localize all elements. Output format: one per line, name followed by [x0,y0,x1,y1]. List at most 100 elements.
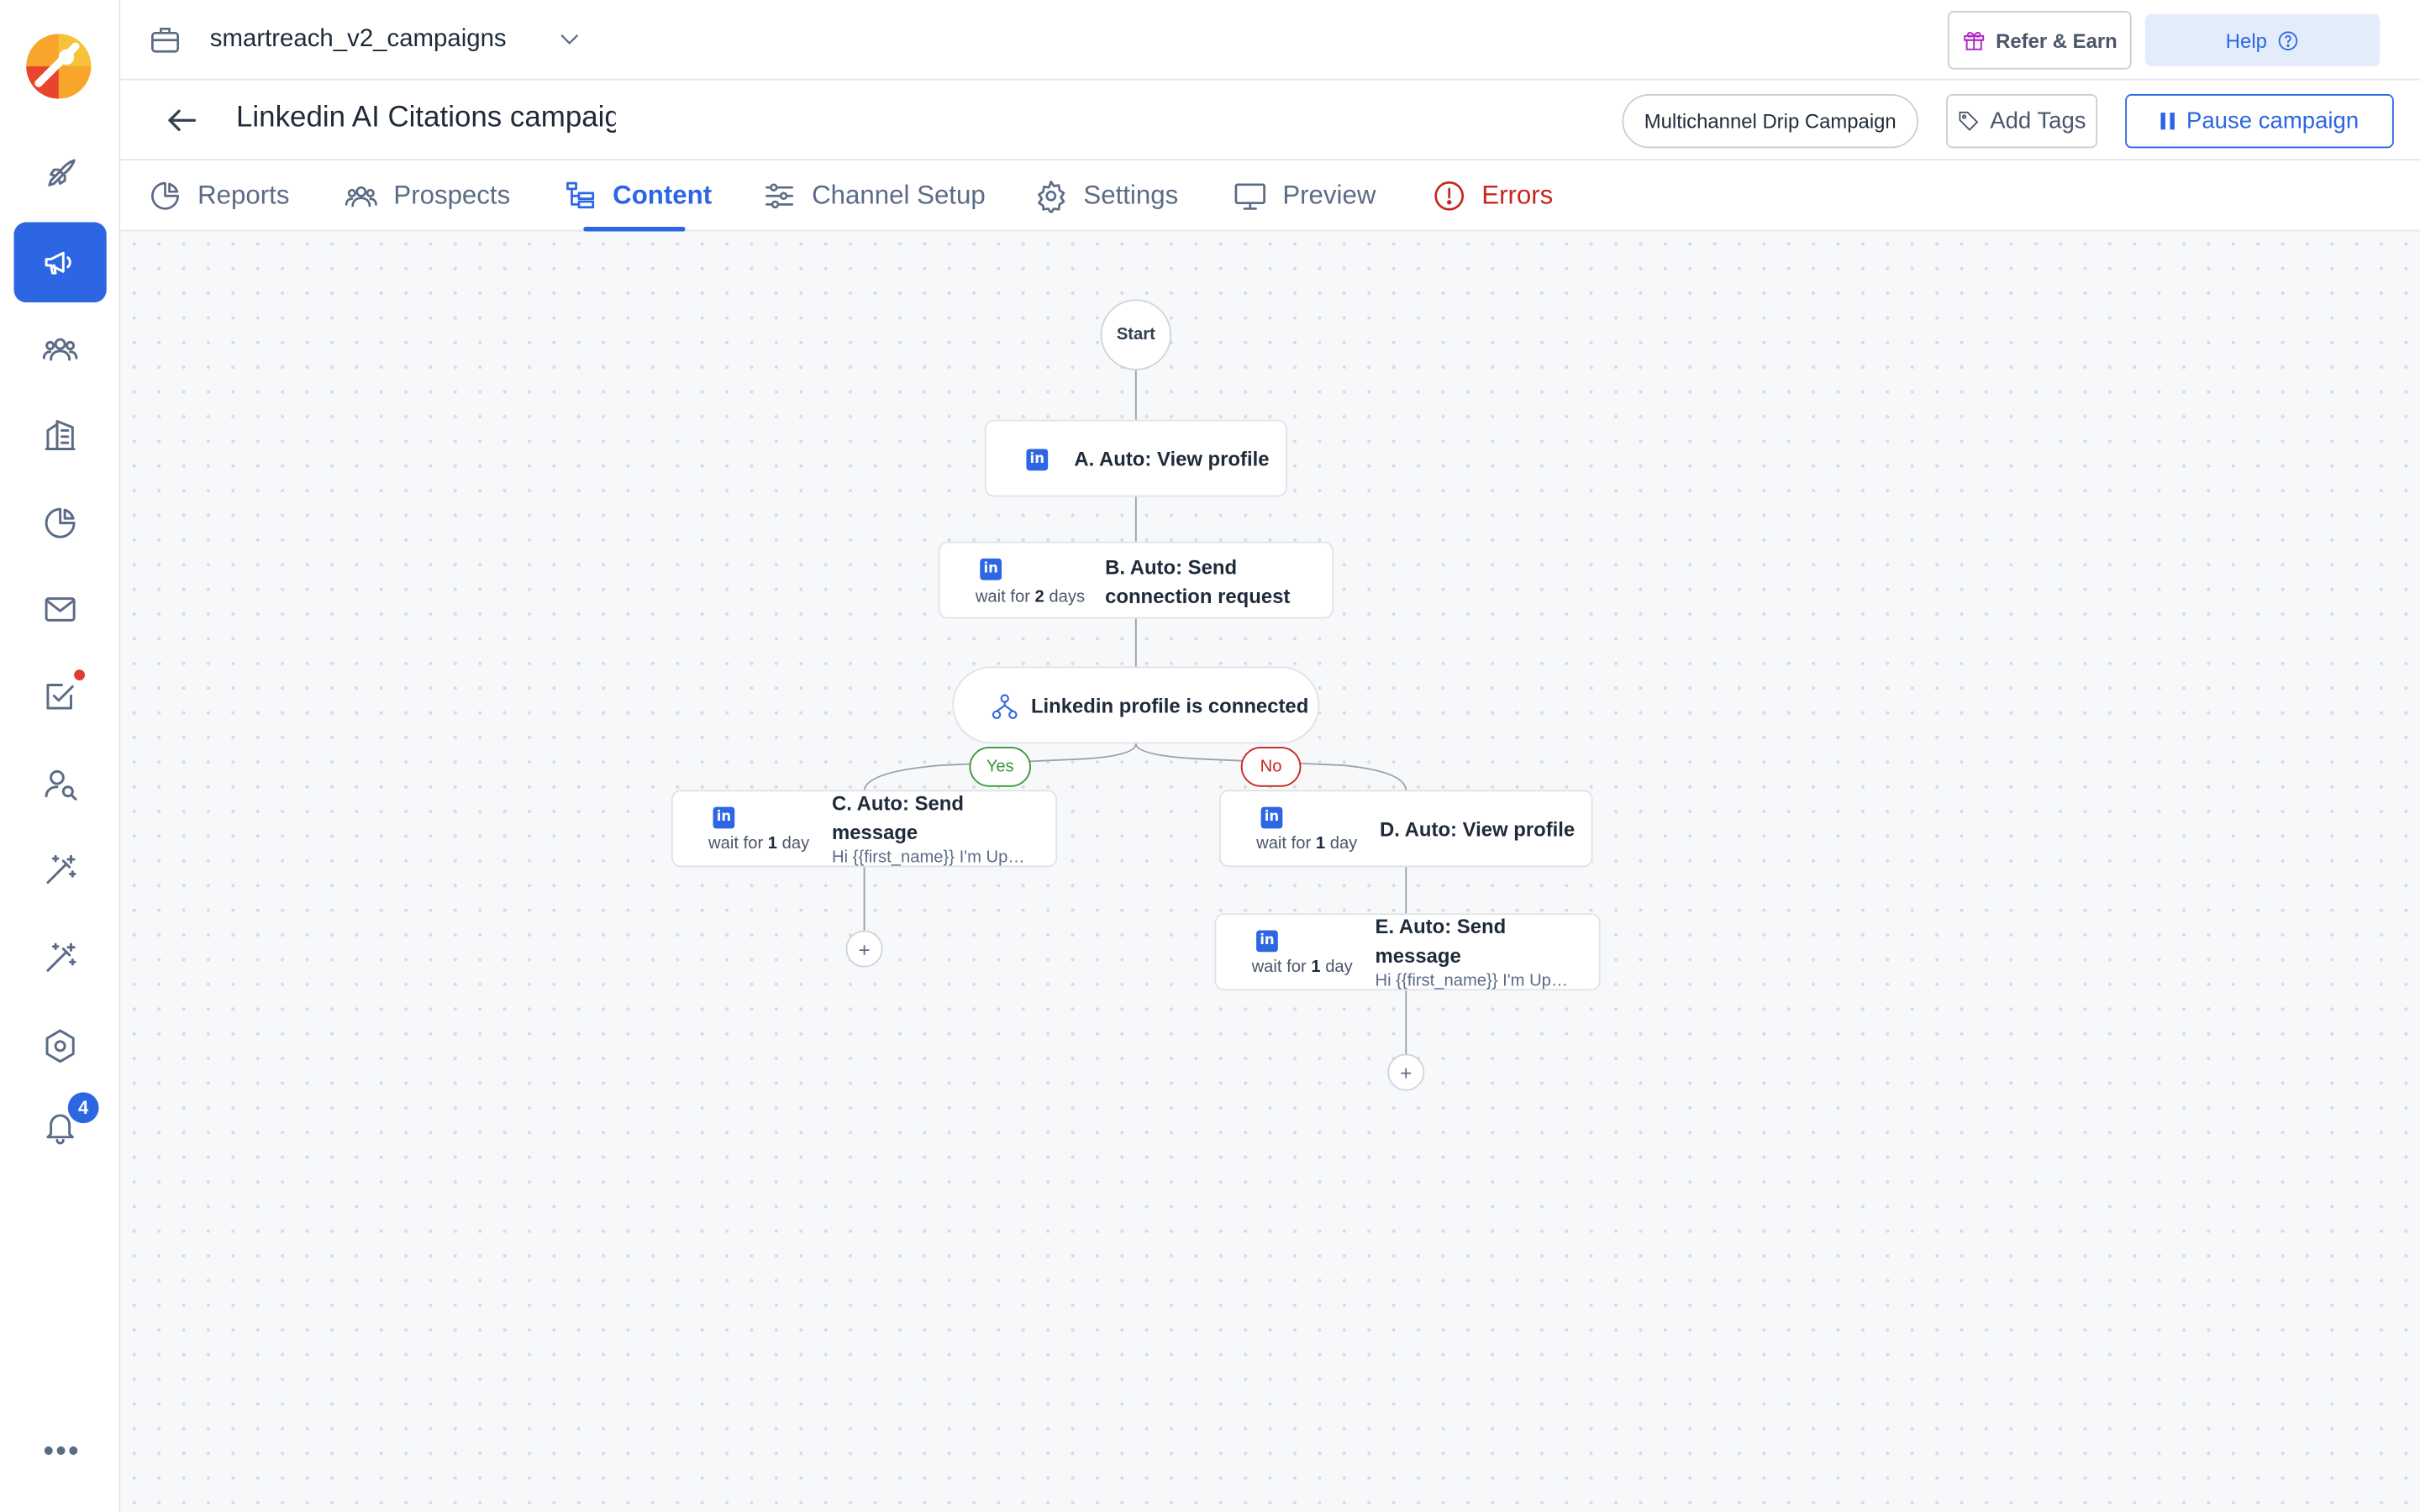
tab-label: Reports [197,180,290,210]
mail-icon [45,597,76,622]
pause-campaign-button[interactable]: Pause campaign [2125,94,2394,149]
tab-channel-setup[interactable]: Channel Setup [762,160,986,231]
campaign-tabs: Reports Prospects Content Channel Setup … [120,160,2420,232]
step-title: A. Auto: View profile [1074,447,1270,471]
sidebar-item-ai-tools-2[interactable] [14,918,107,999]
team-icon [42,338,78,361]
sidebar-item-tasks[interactable] [14,656,107,737]
refer-earn-button[interactable]: Refer & Earn [1947,10,2132,70]
flow-icon [566,181,595,209]
alert-circle-icon [1434,181,1465,211]
step-wait: wait for 2 days [975,587,1086,606]
rocket-icon [48,159,76,186]
tab-reports[interactable]: Reports [148,160,289,231]
linkedin-icon: in [1026,449,1049,471]
flow-start-node[interactable]: Start [1100,299,1172,370]
flow-step-a[interactable]: in A. Auto: View profile [984,419,1287,497]
sidebar-item-accounts[interactable] [14,395,107,475]
briefcase-icon [148,24,182,57]
branch-yes-label: Yes [969,746,1031,787]
step-message-preview: Hi {{first_name}} I'm Up… [1375,972,1569,991]
pie-chart-icon [151,181,180,210]
help-circle-icon [2278,30,2297,50]
smartreach-logo[interactable] [24,31,94,102]
step-wait: wait for 1 day [708,834,810,853]
campaign-header: Linkedin AI Citations campaign Multichan… [120,80,2420,161]
add-step-button[interactable]: + [1387,1053,1425,1091]
sidebar-item-ai-tools[interactable] [14,830,107,911]
bell-icon [46,1114,74,1145]
branch-icon [992,694,1018,720]
step-wait: wait for 1 day [1251,958,1353,977]
tab-label: Preview [1282,180,1376,210]
campaign-type-pill: Multichannel Drip Campaign [1622,94,1919,149]
help-label: Help [2225,28,2267,52]
add-tags-label: Add Tags [1990,108,2086,134]
magic-wand-icon [46,854,76,885]
magic-wand-icon [46,942,76,972]
sidebar-item-prospect-search[interactable] [14,743,107,824]
tab-prospects[interactable]: Prospects [345,160,511,231]
pie-chart-icon [45,507,76,538]
megaphone-icon [45,251,71,275]
tag-icon [1960,111,1980,131]
sidebar-item-launch[interactable] [14,134,107,215]
sidebar-item-campaigns[interactable] [13,222,107,303]
users-icon [345,186,377,207]
pause-campaign-label: Pause campaign [2186,108,2360,134]
notification-count-badge: 4 [67,1092,99,1124]
flow-step-d[interactable]: in wait for 1 day D. Auto: View profile [1219,790,1593,868]
tab-label: Errors [1481,180,1554,210]
tab-label: Content [613,180,713,210]
step-wait: wait for 1 day [1256,834,1358,853]
gear-icon [1038,181,1065,213]
gift-icon [1964,32,1985,50]
chevron-down-icon[interactable] [555,24,583,52]
tab-label: Settings [1083,180,1179,210]
tab-errors[interactable]: Errors [1432,160,1553,231]
tab-label: Prospects [393,180,511,210]
more-menu[interactable]: ••• [43,1435,81,1469]
tab-settings[interactable]: Settings [1034,160,1179,231]
building-icon [45,419,76,450]
step-message-preview: Hi {{first_name}} I'm Up… [832,848,1025,868]
tab-content[interactable]: Content [563,160,712,231]
sidebar-item-notifications[interactable]: 4 [14,1086,107,1167]
linkedin-icon: in [713,806,735,829]
condition-label: Linkedin profile is connected [1030,694,1309,718]
add-step-button[interactable]: + [845,930,883,968]
flow-condition-node[interactable]: Linkedin profile is connected [952,666,1320,744]
pause-icon [2160,113,2175,130]
active-tab-indicator [583,227,686,232]
sidebar-item-integrations[interactable] [14,1006,107,1087]
help-button[interactable]: Help [2145,13,2381,66]
add-tags-button[interactable]: Add Tags [1946,94,2098,149]
sidebar-item-inbox[interactable] [14,570,107,650]
task-check-icon [46,684,74,710]
back-arrow-icon[interactable] [164,102,201,139]
hexagon-icon [45,1029,75,1063]
user-search-icon [45,769,77,801]
tab-preview[interactable]: Preview [1234,160,1376,231]
workspace-name[interactable]: smartreach_v2_campaigns [209,26,507,53]
sidebar-item-team[interactable] [14,308,107,389]
refer-earn-label: Refer & Earn [1996,28,2118,52]
linkedin-icon: in [1260,806,1283,829]
sliders-icon [765,183,794,209]
step-title: D. Auto: View profile [1380,817,1576,842]
sidebar-item-reports[interactable] [14,483,107,564]
branch-no-label: No [1240,746,1302,787]
top-bar: smartreach_v2_campaigns Refer & Earn Hel… [120,0,2420,81]
sidebar: 4 ••• [0,0,121,1512]
campaign-title[interactable]: Linkedin AI Citations campaign [236,102,616,134]
linkedin-icon: in [1256,930,1278,953]
linkedin-icon: in [980,558,1002,580]
monitor-icon [1234,183,1265,210]
notification-dot [72,668,87,682]
